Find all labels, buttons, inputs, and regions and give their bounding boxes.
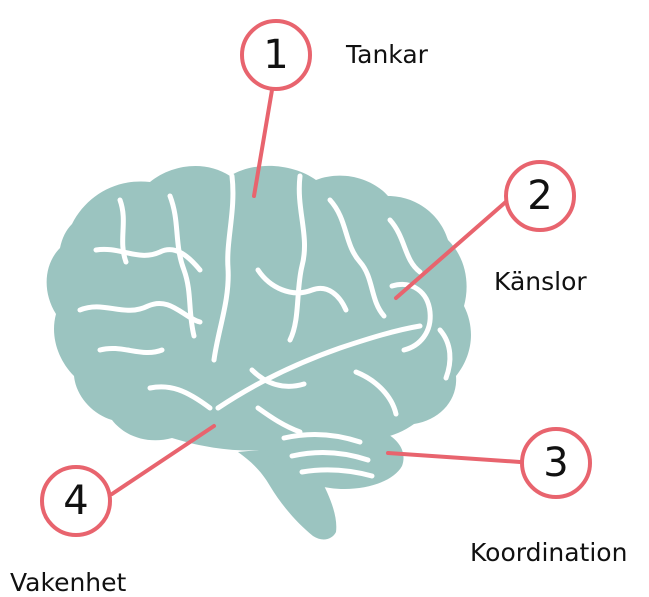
leader-line-3 bbox=[386, 451, 522, 464]
region-label-1: Tankar bbox=[346, 40, 428, 69]
region-number-1: 1 bbox=[263, 32, 289, 78]
region-number-4: 4 bbox=[63, 478, 89, 524]
region-marker-2: 2 bbox=[504, 160, 576, 232]
region-number-3: 3 bbox=[543, 440, 569, 486]
region-marker-4: 4 bbox=[40, 465, 112, 537]
leader-line-2 bbox=[394, 198, 510, 300]
leader-lines bbox=[110, 88, 522, 496]
region-marker-1: 1 bbox=[240, 19, 312, 91]
leader-line-1 bbox=[252, 88, 274, 198]
region-number-2: 2 bbox=[527, 173, 553, 219]
region-marker-3: 3 bbox=[520, 427, 592, 499]
leader-line-4 bbox=[110, 424, 216, 496]
region-label-4: Vakenhet bbox=[10, 568, 127, 597]
brain-folds bbox=[77, 173, 453, 479]
cerebrum bbox=[46, 165, 471, 451]
region-label-3: Koordination bbox=[470, 538, 628, 567]
region-label-2: Känslor bbox=[494, 267, 587, 296]
